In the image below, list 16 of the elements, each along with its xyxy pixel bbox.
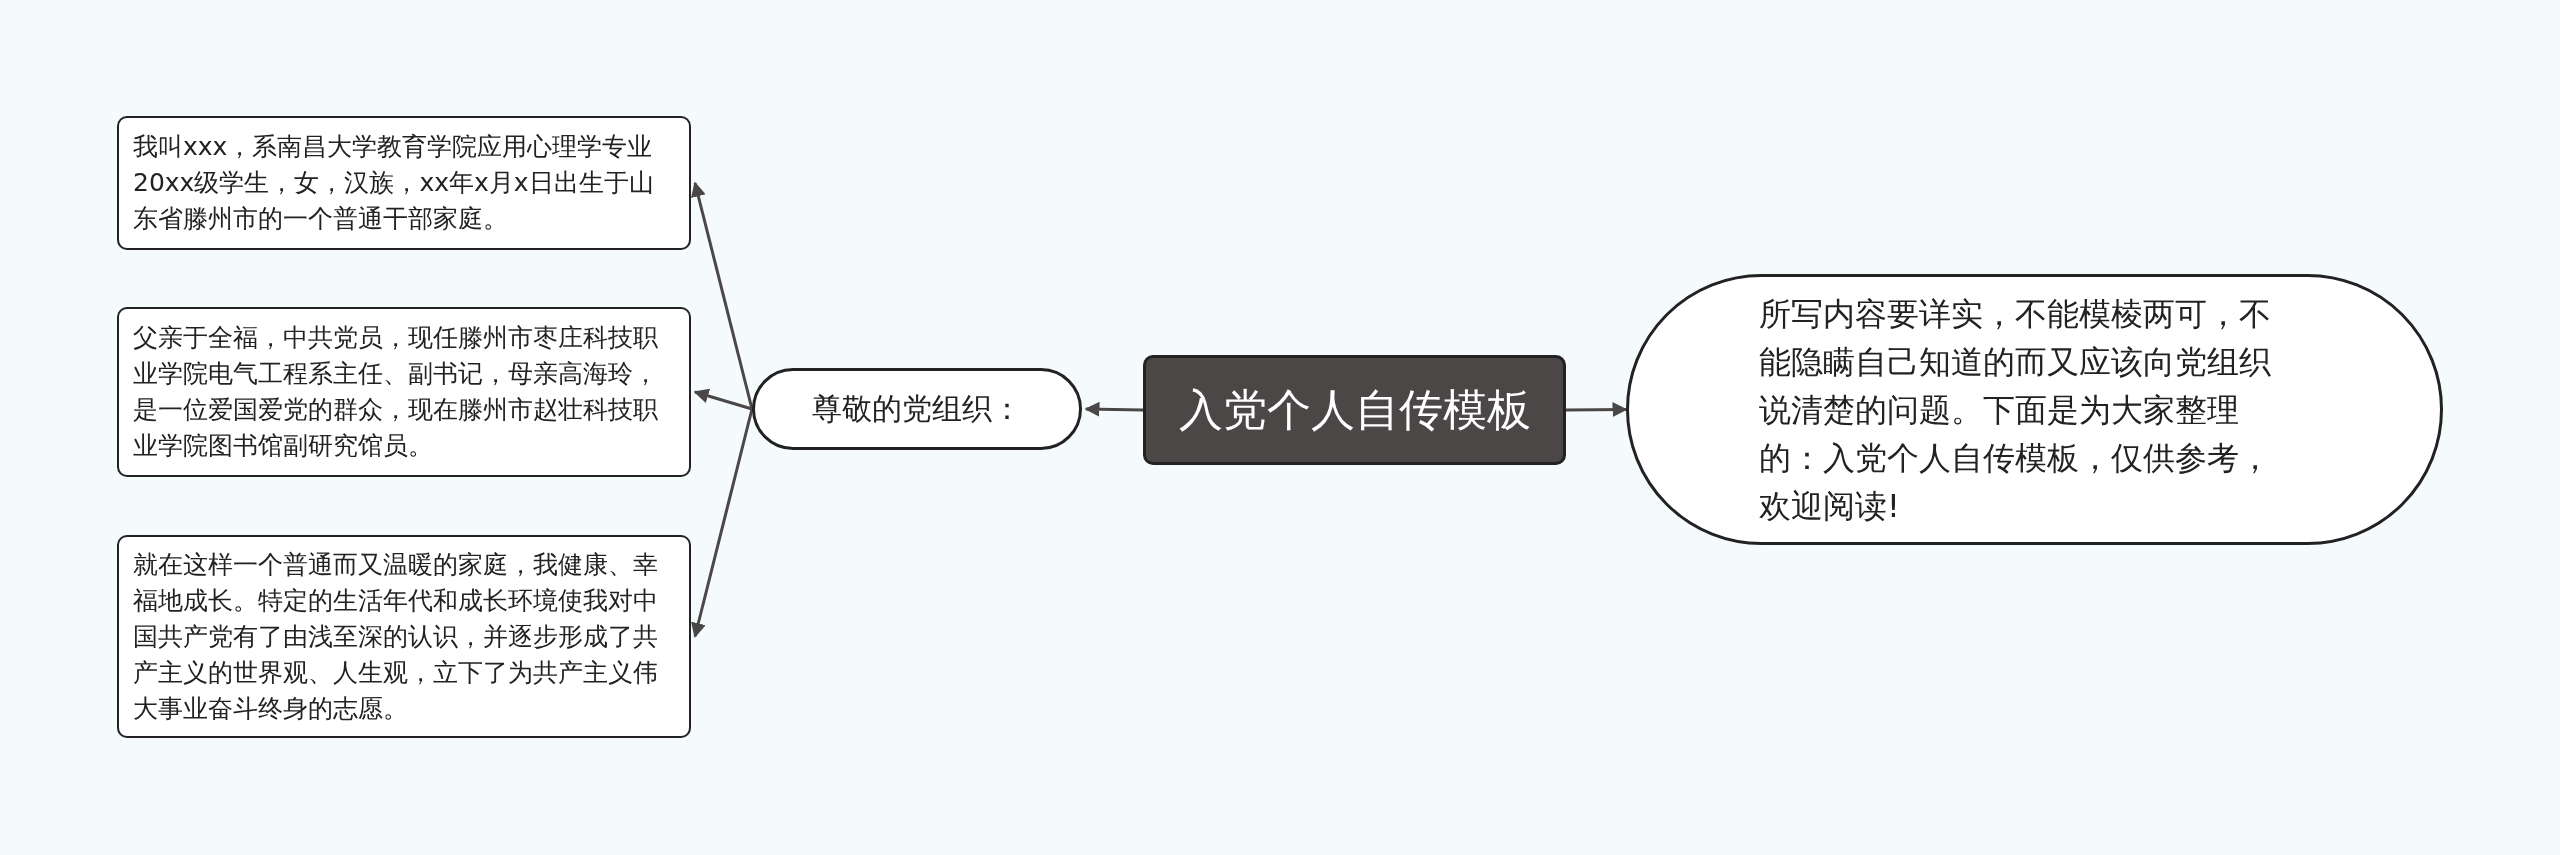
- connector-arrow: [693, 388, 753, 411]
- node-text: 入党个人自传模板: [1178, 382, 1531, 437]
- subtopic-pill: [752, 368, 1082, 450]
- connector-arrow: [691, 408, 754, 638]
- text-card: [117, 307, 691, 477]
- connector-arrow: [1566, 402, 1628, 418]
- text-card: [117, 116, 691, 250]
- connector-arrow: [691, 181, 754, 410]
- node-text: 父亲于全福，中共党员，现任滕州市枣庄科技职业学院电气工程系主任、副书记，母亲高海玲，是一位爱国爱党的群众，现在滕州市赵壮科技职业学院图书馆副研究馆员。: [133, 322, 659, 462]
- node-text: 我叫xxx，系南昌大学教育学院应用心理学专业20xx级学生，女，汉族，xx年x月x日出生于山东省滕州市的一个普通干部家庭。: [133, 131, 655, 235]
- text-card: [117, 535, 691, 738]
- topic-box: [1143, 355, 1566, 465]
- connector-arrow: [1084, 401, 1144, 417]
- node-text: 所写内容要详实，不能模棱两可，不能隐瞒自己知道的而又应该向党组织说清楚的问题。下面是为大家整理的：入党个人自传模板，仅供参考，欢迎阅读!: [1759, 293, 2272, 527]
- node-text: 就在这样一个普通而又温暖的家庭，我健康、幸福地成长。特定的生活年代和成长环境使我对中国共产党有了由浅至深的认识，并逐步形成了共产主义的世界观、人生观，立下了为共产主义伟大事业奋斗终身的志愿。: [133, 548, 659, 725]
- node-text: 尊敬的党组织：: [812, 389, 1022, 428]
